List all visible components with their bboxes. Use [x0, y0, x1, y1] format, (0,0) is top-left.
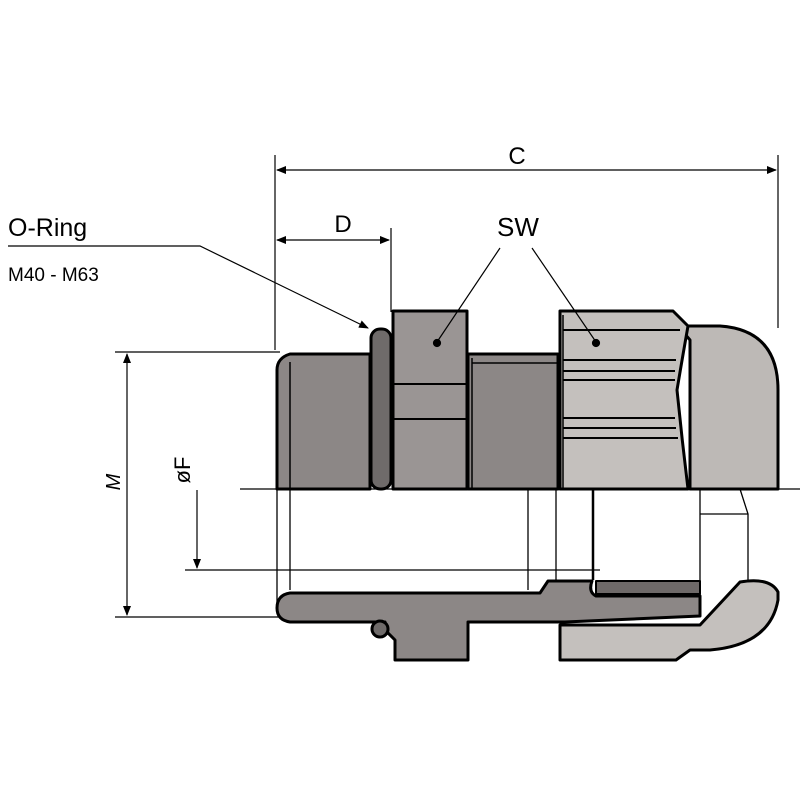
seal-insert — [595, 580, 701, 595]
sw-label: SW — [497, 212, 539, 242]
o-ring-section — [370, 619, 390, 639]
dimension-c-label: C — [508, 143, 525, 170]
dimension-d — [276, 228, 392, 312]
section-view — [275, 488, 780, 662]
o-ring — [369, 327, 393, 491]
dimension-f — [185, 490, 600, 571]
dimension-m — [115, 351, 285, 618]
dimension-f-label: øF — [170, 457, 195, 484]
middle-body — [466, 352, 560, 491]
cap-nut — [558, 309, 690, 491]
sw-leaders — [432, 247, 601, 348]
thread-section — [275, 352, 372, 491]
dimension-c — [274, 155, 779, 350]
sw-dot-body — [432, 338, 442, 348]
o-ring-size-range: M40 - M63 — [8, 265, 99, 286]
dimension-d-label: D — [334, 211, 351, 238]
gland-body — [275, 309, 780, 491]
dome-cap — [676, 324, 780, 491]
o-ring-label: O-Ring — [8, 214, 87, 242]
dimension-m-label: M — [103, 473, 125, 490]
sw-dot-cap — [591, 338, 601, 348]
cap-section — [558, 579, 780, 662]
o-ring-leader — [8, 245, 369, 329]
body-hex — [391, 309, 469, 491]
